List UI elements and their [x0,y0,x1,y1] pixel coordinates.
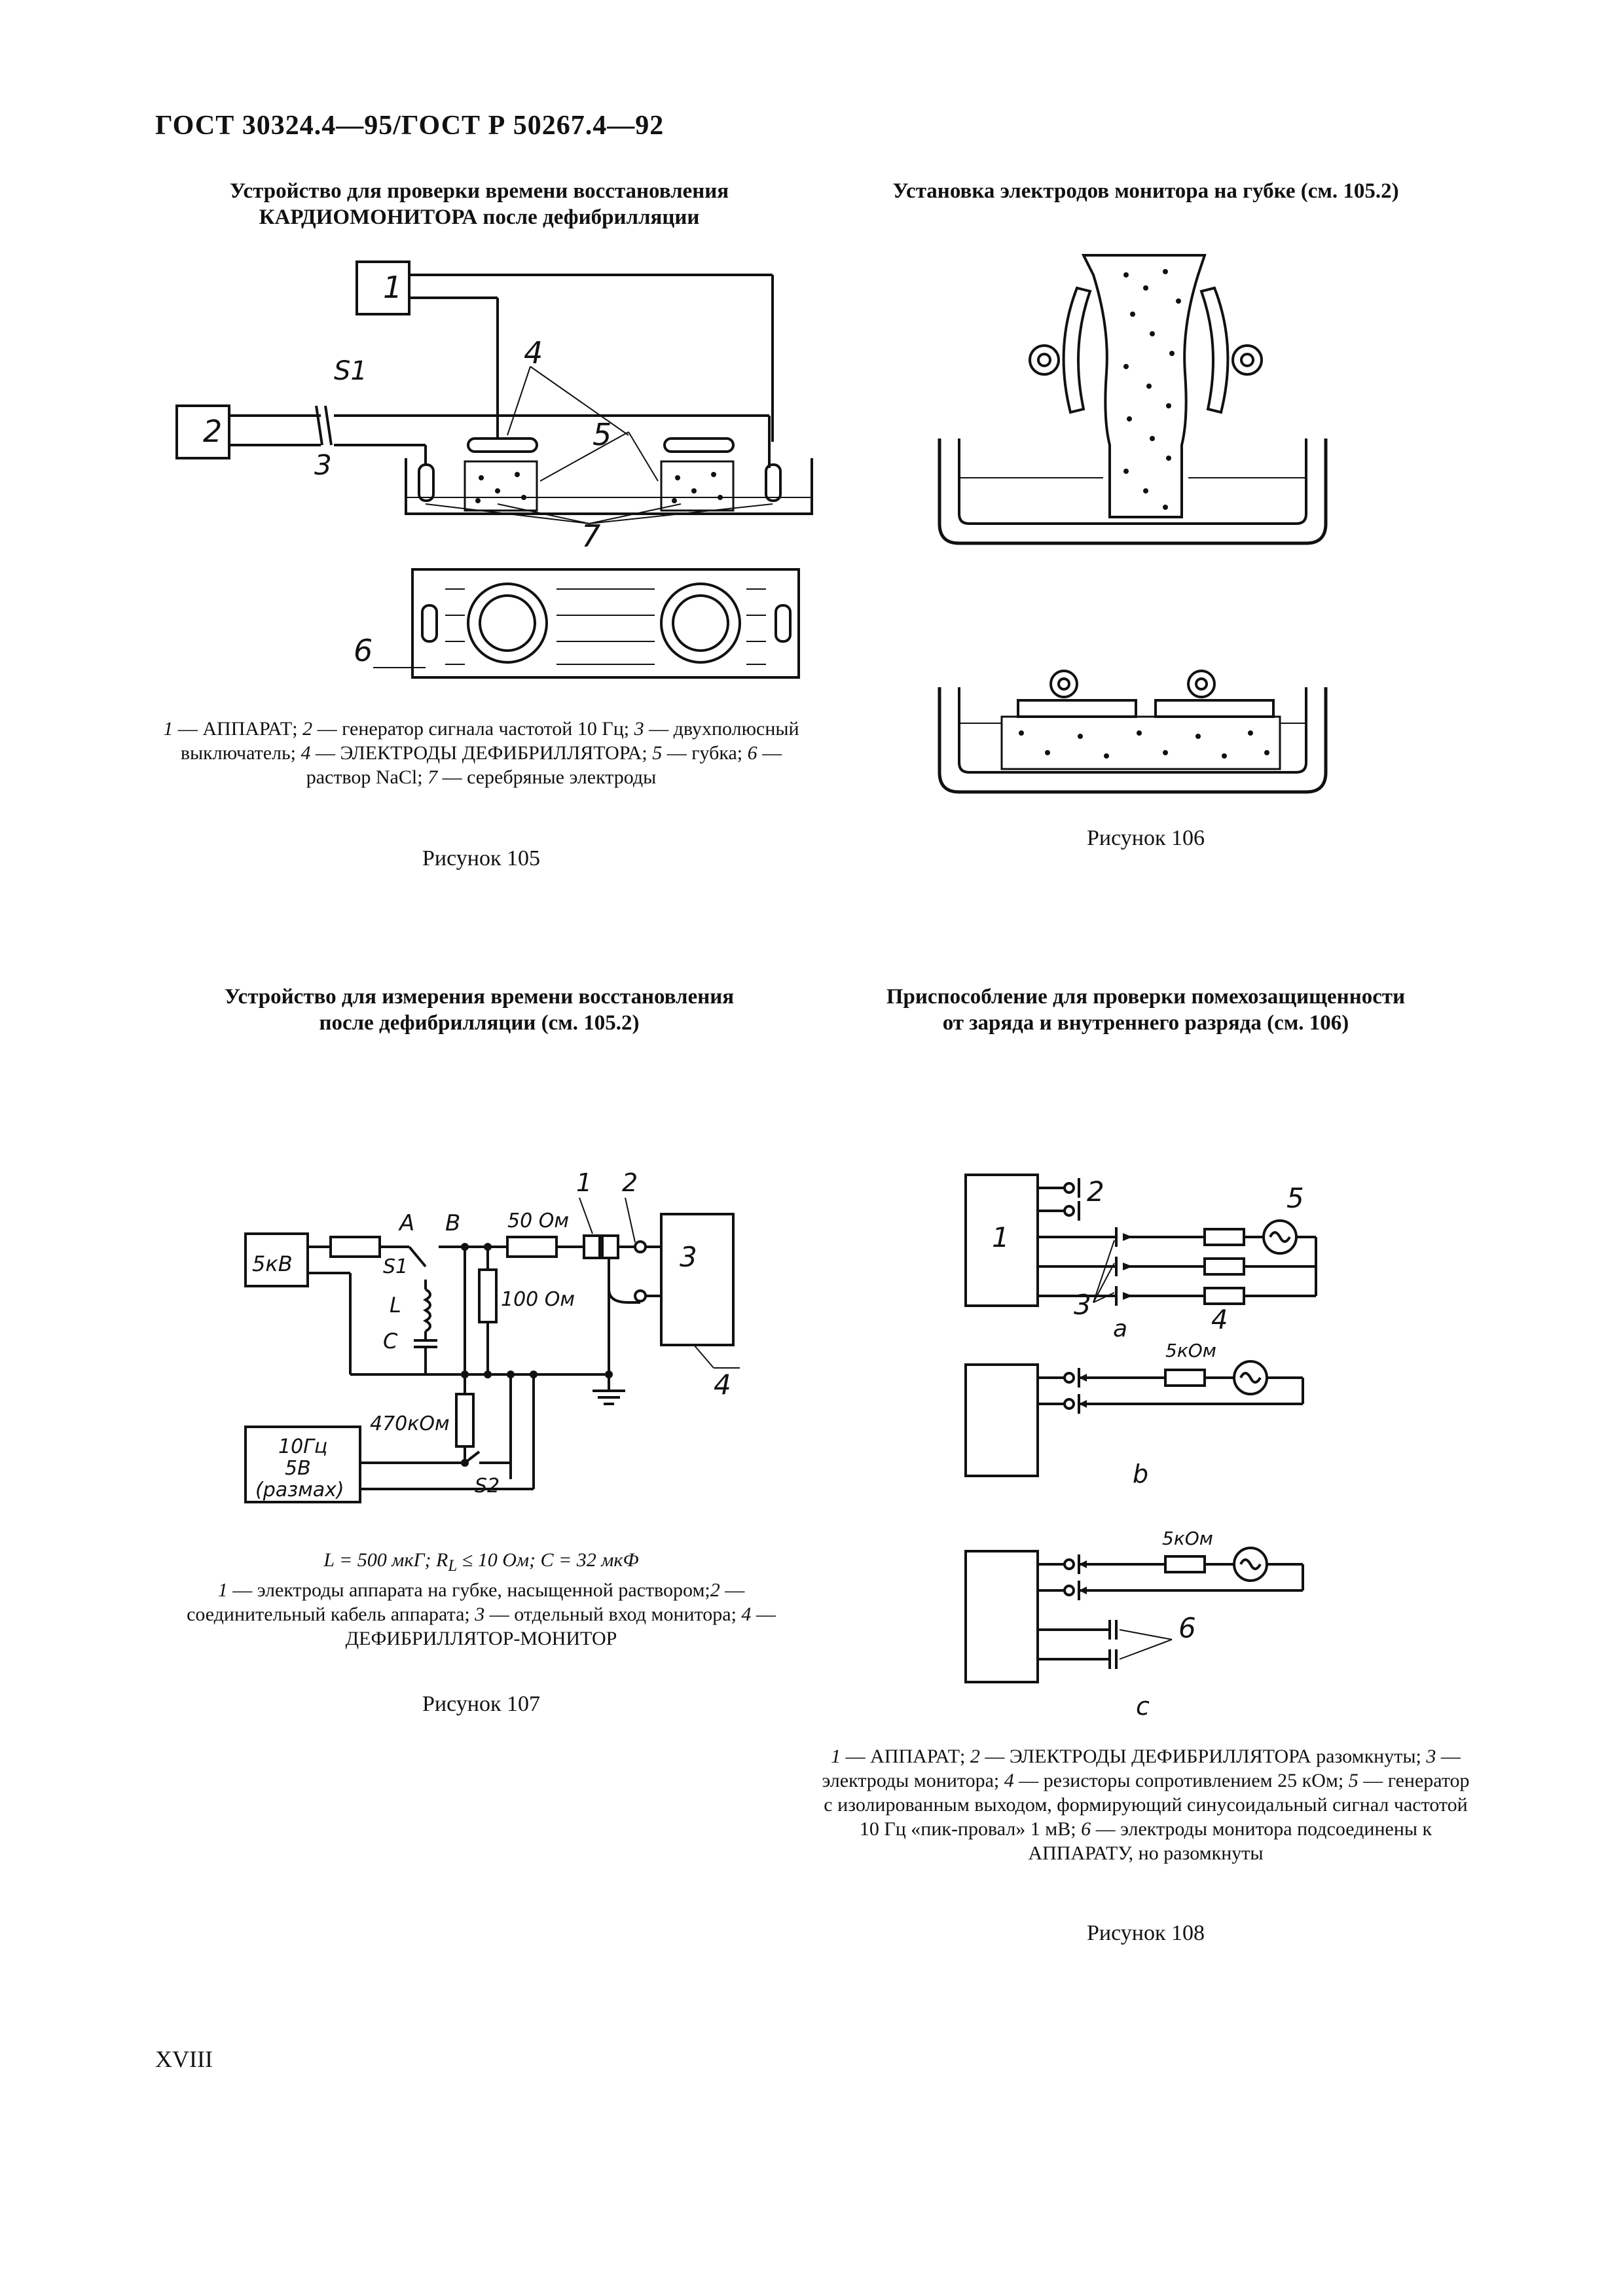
fig108-label-6: 6 [1178,1612,1196,1644]
fig108-legend-2: 2 — ЭЛЕКТРОДЫ ДЕФИБРИЛЛЯТОРА разомкнуты; [970,1746,1427,1767]
fig106-caption: Рисунок 106 [1087,826,1205,850]
fig107-title-line2: после дефибрилляции (см. 105.2) [319,1011,640,1035]
fig107-legend-1: 1 — электроды аппарата на губке, насыщен… [217,1579,710,1601]
fig108-label-5: 5 [1286,1182,1304,1214]
fig107-label-gen1: 10Гц [278,1435,327,1458]
fig105-box-1 [356,260,410,315]
fig105-label-5: 5 [593,417,611,452]
fig106-diagram [938,254,1328,794]
fig107-label-gen2: 5В [285,1457,311,1480]
fig108-legend-5: 5 — генератор с изолированным выходом, ф… [824,1770,1470,1840]
fig107-label-3: 3 [680,1241,697,1273]
fig107-label-s1: S1 [383,1255,408,1278]
fig108-label-b: b [1133,1460,1148,1488]
fig105-caption: Рисунок 105 [422,846,540,870]
fig105-legend-3: 3 — двухполюсный выключатель; [180,718,799,764]
fig105-legend-1: 1 — АППАРАТ; [163,718,303,740]
fig105-legend-6: 6 — раствор NaCl; [306,742,782,788]
fig105-legend-7: 7 — серебряные электроды [428,766,657,788]
fig107-label-l: L [390,1293,401,1318]
fig108-title-line1: Приспособление для проверки помехозащище… [886,985,1406,1009]
fig107-label-c: C [383,1329,398,1354]
fig107-label-2: 2 [622,1168,638,1197]
fig107-caption: Рисунок 107 [422,1692,540,1716]
fig105-title-line1: Устройство для проверки времени восстано… [229,179,729,203]
fig108-diagram: 1 2 3 4 5 a 5кОм b 5кОм 6 c [964,1174,1317,1721]
fig105-title-line2: КАРДИОМОНИТОРА после дефибрилляции [259,206,700,229]
fig105-label-6: 6 [354,633,373,668]
fig107-label-a: A [398,1210,414,1236]
document-header: ГОСТ 30324.4—95/ГОСТ Р 50267.4—92 [155,111,665,141]
fig108-apparatus-a [964,1174,1039,1307]
fig107-label-s2: S2 [475,1475,500,1498]
fig105-label-2: 2 [203,414,222,449]
fig107-generator-box [244,1426,361,1503]
fig107-label-1: 1 [576,1168,592,1197]
fig108-label-1: 1 [992,1221,1010,1253]
fig105-legend-4: 4 — ЭЛЕКТРОДЫ ДЕФИБРИЛЛЯТОРА; [301,742,653,764]
fig107-legend: L = 500 мкГ; RL ≤ 10 Ом; C = 32 мкФ 1 — … [157,1548,805,1651]
fig108-legend-3: 3 — электроды монитора; [822,1746,1461,1791]
fig107-label-r470: 470кОм [370,1412,450,1435]
page-number: XVIII [155,2046,213,2072]
fig108-label-3: 3 [1074,1289,1091,1321]
fig105-legend-5: 5 — губка; [652,742,748,764]
fig108-label-2: 2 [1087,1175,1104,1208]
fig108-title-line2: от заряда и внутреннего разряда (см. 106… [942,1011,1349,1035]
fig108-apparatus-c [964,1550,1039,1683]
fig105-legend: 1 — АППАРАТ; 2 — генератор сигнала часто… [157,717,805,789]
fig108-legend-1: 1 — АППАРАТ; [831,1746,970,1767]
fig107-title: Устройство для измерения времени восстан… [155,984,803,1036]
fig108-label-c: c [1136,1692,1150,1721]
fig108-label-r5k-b: 5кОм [1165,1340,1216,1361]
fig107-label-4: 4 [714,1369,731,1401]
fig107-label-source: 5кВ [252,1251,293,1276]
fig108-caption: Рисунок 108 [1087,1921,1205,1945]
fig107-label-b: B [445,1210,460,1236]
fig107-legend-4: 4 — ДЕФИБРИЛЛЯТОР-МОНИТОР [345,1604,776,1649]
fig108-label-r5k-c: 5кОм [1162,1528,1213,1549]
fig105-legend-2: 2 — генератор сигнала частотой 10 Гц; [302,718,634,740]
fig107-title-line1: Устройство для измерения времени восстан… [224,985,735,1009]
fig108-apparatus-b [964,1363,1039,1477]
fig107-diagram: 5кВ A B S1 L C 50 Ом 100 Ом 470кОм S2 10… [244,1168,740,1503]
fig107-formula: L = 500 мкГ; RL ≤ 10 Ом; C = 32 мкФ [323,1549,639,1575]
fig107-label-r100: 100 Ом [501,1288,575,1311]
fig107-legend-2: 2 — соединительный кабель аппарата; [187,1579,745,1625]
fig108-legend-4: 4 — резисторы сопротивлением 25 кОм; [1004,1770,1349,1791]
fig105-label-1: 1 [383,270,402,305]
fig105-label-4: 4 [524,335,543,370]
fig108-legend: 1 — АППАРАТ; 2 — ЭЛЕКТРОДЫ ДЕФИБРИЛЛЯТОР… [822,1744,1470,1865]
fig108-title: Приспособление для проверки помехозащище… [825,984,1467,1036]
fig107-legend-3: 3 — отдельный вход монитора; [475,1604,742,1625]
fig105-label-7: 7 [581,518,600,554]
fig105-diagram: 1 2 S1 3 4 5 7 6 [175,260,813,679]
fig106-title: Установка электродов монитора на губке (… [892,179,1399,203]
fig105-label-3: 3 [314,449,332,481]
fig105-label-s1: S1 [334,356,367,386]
fig108-legend-6: 6 — электроды монитора подсоединены к АП… [1028,1818,1432,1864]
fig108-label-a: a [1113,1316,1127,1342]
fig108-label-4: 4 [1211,1305,1228,1335]
fig107-label-gen3: (размах) [255,1479,344,1501]
fig107-label-r50: 50 Ом [507,1210,569,1232]
fig107-monitor-box [660,1213,735,1346]
fig107-source-box [244,1232,309,1287]
fig105-box-2 [175,404,230,459]
fig105-title: Устройство для проверки времени восстано… [155,178,803,230]
